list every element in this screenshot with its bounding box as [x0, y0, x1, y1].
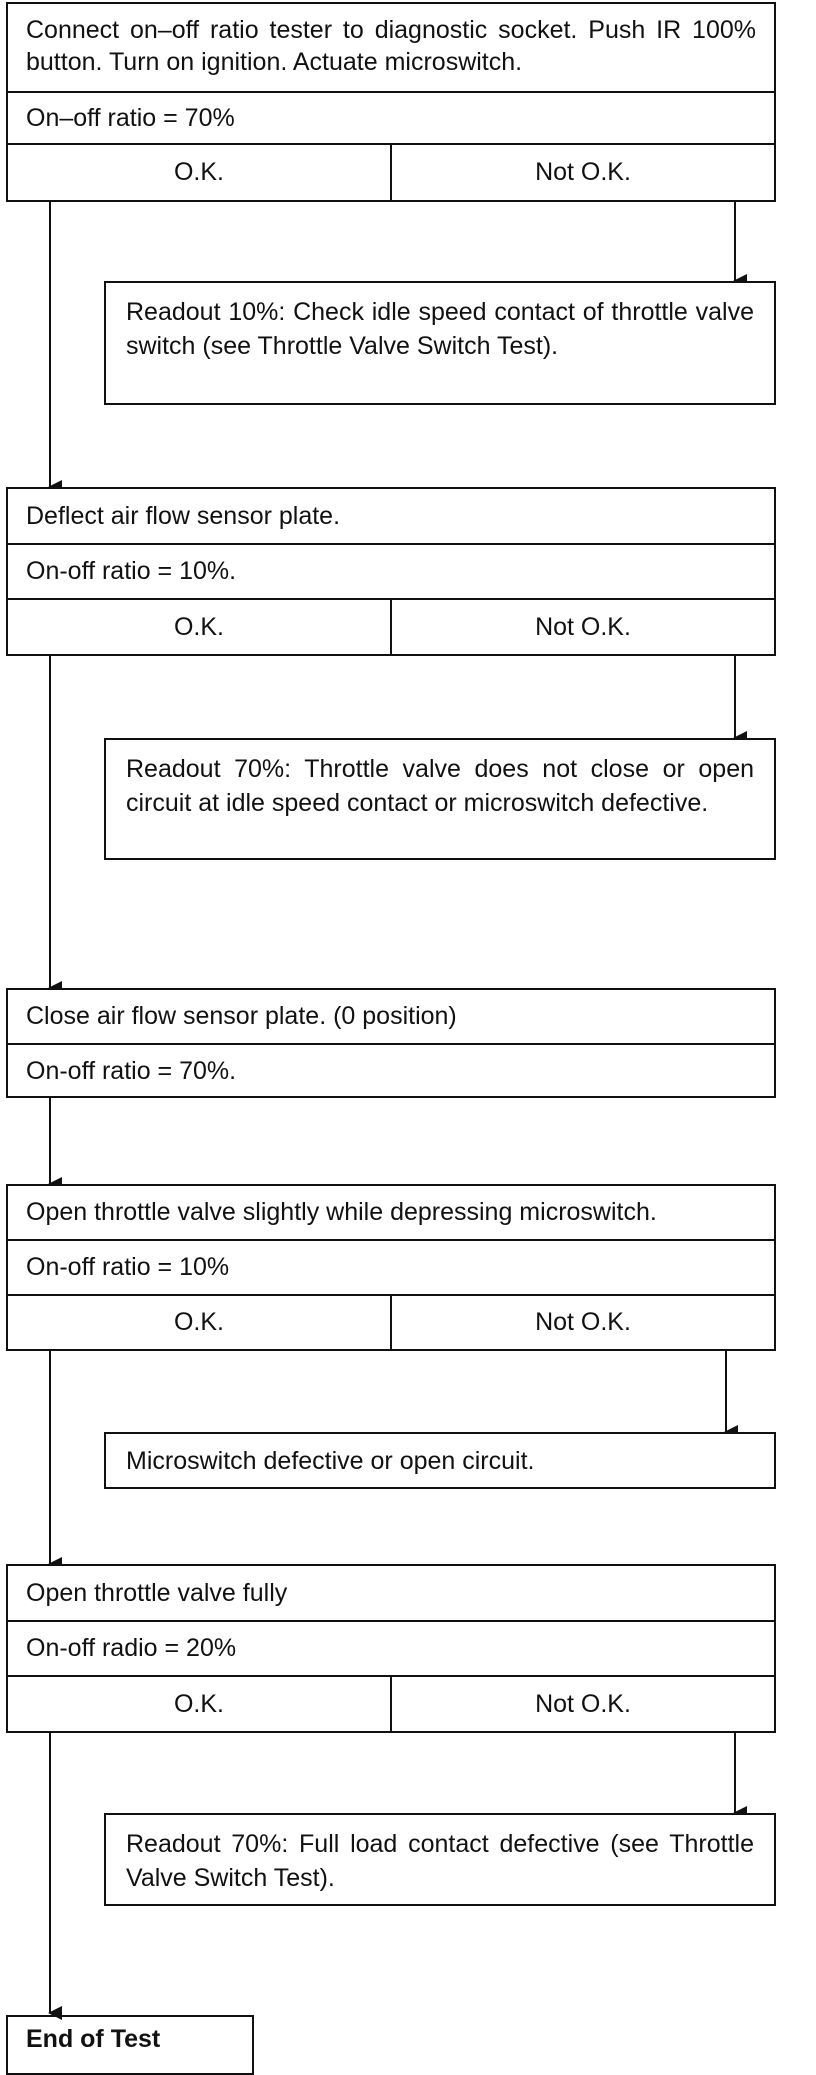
step-5-ok-label: O.K.: [8, 1677, 392, 1731]
step-1-expected-text: On–off ratio = 70%: [26, 103, 235, 132]
step-3-expected: On-off ratio = 70%.: [8, 1045, 774, 1098]
step-5-remedy: Readout 70%: Full load contact defective…: [104, 1813, 776, 1906]
end-of-test-label: End of Test: [26, 2025, 161, 2053]
step-3-box: Close air flow sensor plate. (0 position…: [6, 988, 776, 1098]
step-3-instruction: Close air flow sensor plate. (0 position…: [8, 990, 774, 1045]
step-5-expected: On-off radio = 20%: [8, 1622, 774, 1677]
step-2-instruction: Deflect air flow sensor plate.: [8, 489, 774, 545]
step-2-instruction-text: Deflect air flow sensor plate.: [26, 501, 341, 530]
step-5-not-ok-label: Not O.K.: [535, 1689, 631, 1718]
step-2-box: Deflect air flow sensor plate. On-off ra…: [6, 487, 776, 656]
step-5-box: Open throttle valve fully On-off radio =…: [6, 1564, 776, 1733]
step-2-ok-label: O.K.: [8, 600, 392, 654]
step-1-instruction: Connect on–off ratio tester to diagnosti…: [8, 4, 774, 93]
step-1-remedy: Readout 10%: Check idle speed contact of…: [104, 281, 776, 405]
step-1-ok-label: O.K.: [8, 145, 392, 200]
step-4-instruction-text: Open throttle valve slightly while depre…: [26, 1198, 657, 1226]
step-2-remedy: Readout 70%: Throttle valve does not clo…: [104, 738, 776, 860]
step-2-not-ok-label: Not O.K.: [535, 612, 631, 641]
step-4-instruction: Open throttle valve slightly while depre…: [8, 1186, 774, 1241]
step-4-box: Open throttle valve slightly while depre…: [6, 1184, 776, 1351]
end-of-test-box: End of Test: [6, 2015, 254, 2075]
step-5-instruction: Open throttle valve fully: [8, 1566, 774, 1622]
step-4-ok-label: O.K.: [8, 1296, 392, 1349]
step-5-expected-text: On-off radio = 20%: [26, 1634, 237, 1662]
step-3-expected-text: On-off ratio = 70%.: [26, 1057, 237, 1085]
step-2-branches: O.K. Not O.K.: [8, 600, 774, 654]
step-4-not-ok-label: Not O.K.: [535, 1308, 631, 1336]
step-2-expected-text: On-off ratio = 10%.: [26, 557, 237, 585]
step-1-expected: On–off ratio = 70%: [8, 93, 774, 145]
step-5-branches: O.K. Not O.K.: [8, 1677, 774, 1731]
step-4-expected: On-off ratio = 10%: [8, 1241, 774, 1296]
step-1-not-ok-label: Not O.K.: [535, 158, 631, 186]
step-4-expected-text: On-off ratio = 10%: [26, 1253, 230, 1281]
step-2-expected: On-off ratio = 10%.: [8, 545, 774, 600]
step-4-branches: O.K. Not O.K.: [8, 1296, 774, 1349]
step-1-branches: O.K. Not O.K.: [8, 145, 774, 200]
step-3-instruction-text: Close air flow sensor plate. (0 position…: [26, 1002, 457, 1030]
step-4-remedy: Microswitch defective or open circuit.: [104, 1432, 776, 1489]
step-5-instruction-text: Open throttle valve fully: [26, 1578, 288, 1607]
step-1-instruction-text: Connect on–off ratio tester to diagnosti…: [26, 16, 756, 76]
step-1-box: Connect on–off ratio tester to diagnosti…: [6, 2, 776, 202]
